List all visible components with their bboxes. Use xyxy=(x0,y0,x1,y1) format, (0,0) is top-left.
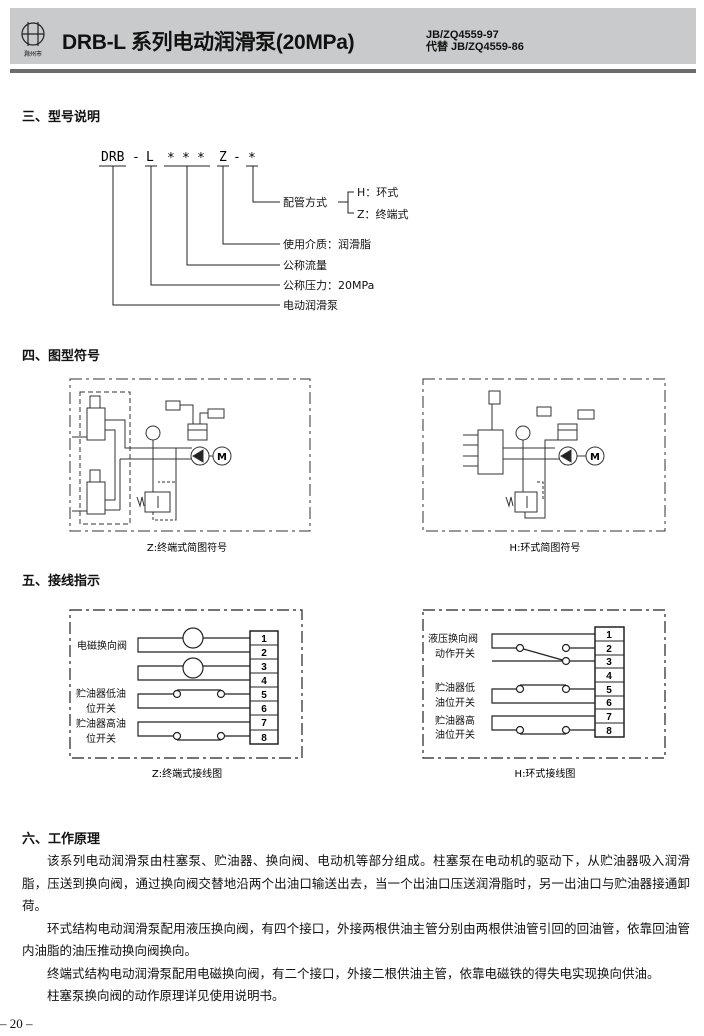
relief-valve-icon xyxy=(514,491,538,513)
wiring-label: 位开关 xyxy=(86,732,116,745)
code-dash: - xyxy=(233,150,241,165)
page-title: DRB-L 系列电动润滑泵(20MPa) xyxy=(62,31,355,54)
terminal-type-diagram-frame xyxy=(69,378,311,532)
terminal-6: 6 xyxy=(606,698,612,709)
code-star: * xyxy=(197,151,205,166)
level-switch-icon xyxy=(536,406,552,417)
terminal-3: 3 xyxy=(606,657,612,668)
terminal-8: 8 xyxy=(606,726,612,737)
logo-icon: 滁州市 xyxy=(21,22,45,58)
section-heading-symbols: 四、图型符号 xyxy=(22,349,101,364)
code-drb: DRB xyxy=(101,150,125,165)
right-symbol-caption: H:环式简图符号 xyxy=(510,541,581,554)
terminal-8: 8 xyxy=(261,733,267,744)
left-symbol-caption: Z:终端式简图符号 xyxy=(147,541,227,554)
header-band xyxy=(10,8,696,64)
logo-text: 滁州市 xyxy=(24,50,42,58)
terminal-5: 5 xyxy=(261,690,267,701)
solenoid-coil-icon xyxy=(182,627,204,649)
motor-label: M xyxy=(590,452,600,463)
wiring-label: 贮油器高油 xyxy=(76,717,126,730)
flow-label: 公称流量 xyxy=(283,258,327,272)
pipe-option-h: H：环式 xyxy=(357,186,398,199)
terminal-5: 5 xyxy=(606,685,612,696)
wiring-label: 贮油器低 xyxy=(435,681,475,694)
terminal-4: 4 xyxy=(606,671,612,682)
code-star: * xyxy=(167,151,175,166)
pump-label: 电动润滑泵 xyxy=(283,298,338,312)
wiring-label: 位开关 xyxy=(86,702,116,715)
model-code-diagram: DRB - L * * * Z - * 配管方式 H：环式 Z：终端式 使用介质… xyxy=(99,150,409,312)
wiring-label: 动作开关 xyxy=(435,647,475,660)
terminal-1: 1 xyxy=(606,630,612,641)
wiring-label: 贮油器低油 xyxy=(76,687,126,700)
paragraph: 该系列电动润滑泵由柱塞泵、贮油器、换向阀、电动机等部分组成。柱塞泵在电动机的驱动… xyxy=(22,853,690,913)
header-divider xyxy=(10,69,696,73)
terminal-7: 7 xyxy=(606,712,612,723)
motor-icon xyxy=(585,446,605,466)
terminal-2: 2 xyxy=(261,648,267,659)
valve-switch-icon xyxy=(488,390,501,405)
code-l: L xyxy=(146,150,154,165)
solenoid-coil-icon xyxy=(182,657,204,679)
wiring-label: 贮油器高 xyxy=(435,714,475,727)
paragraph: 柱塞泵换向阀的动作原理详见使用说明书。 xyxy=(47,988,285,1003)
code-dash: - xyxy=(132,150,140,165)
standard-number: JB/ZQ4559-97 代替 JB/ZQ4559-86 xyxy=(426,29,524,53)
pipe-mode-label: 配管方式 xyxy=(283,195,327,209)
terminal-4: 4 xyxy=(261,676,267,687)
motor-label: M xyxy=(217,452,227,463)
section-heading-model: 三、型号说明 xyxy=(22,110,101,125)
reservoir-icon xyxy=(187,423,208,441)
wiring-label: 电磁换向阀 xyxy=(77,639,127,652)
page-number: – 20 – xyxy=(0,1016,33,1031)
principle-text: 该系列电动润滑泵由柱塞泵、贮油器、换向阀、电动机等部分组成。柱塞泵在电动机的驱动… xyxy=(22,850,690,1008)
wiring-label: 油位开关 xyxy=(435,728,475,741)
hydraulic-valve-icon xyxy=(477,429,504,475)
wiring-label: 液压换向阀 xyxy=(428,632,478,645)
terminal-1: 1 xyxy=(261,634,267,645)
section-heading-wiring: 五、接线指示 xyxy=(22,574,101,589)
right-wiring-caption: H:环式接线图 xyxy=(515,767,576,780)
standard-replaced: 代替 JB/ZQ4559-86 xyxy=(426,41,524,53)
wiring-label: 油位开关 xyxy=(435,696,475,709)
left-wiring-caption: Z:终端式接线图 xyxy=(152,767,222,780)
terminal-7: 7 xyxy=(261,718,267,729)
code-z: Z xyxy=(219,150,227,165)
paragraph: 终端式结构电动润滑泵配用电磁换向阀，有二个接口，外接二根供油主管，依靠电磁铁的得… xyxy=(47,965,660,981)
code-star: * xyxy=(248,151,256,166)
paragraph: 环式结构电动润滑泵配用液压换向阀，有四个接口，外接两根供油主管分别由两根供油管引… xyxy=(22,920,690,959)
terminal-6: 6 xyxy=(261,704,267,715)
code-star: * xyxy=(182,151,190,166)
motor-icon xyxy=(212,446,232,466)
reservoir-icon xyxy=(557,423,578,441)
terminal-3: 3 xyxy=(261,662,267,673)
relief-valve-icon xyxy=(144,491,171,513)
ring-type-diagram-frame xyxy=(422,378,666,532)
pipe-option-z: Z：终端式 xyxy=(357,207,409,221)
medium-label: 使用介质：润滑脂 xyxy=(283,237,371,251)
terminal-2: 2 xyxy=(606,644,612,655)
hydraulic-symbol-diagrams: M M Z:终端式简图符号 H:环式简图符号 xyxy=(69,378,666,554)
standard-current: JB/ZQ4559-97 xyxy=(426,29,499,41)
pressure-label: 公称压力：20MPa xyxy=(283,278,374,292)
wiring-diagrams: 1 2 3 4 5 6 7 8 1 2 3 4 5 6 7 8 电磁换向阀 贮油… xyxy=(69,609,666,780)
level-switch-icon xyxy=(577,409,595,420)
section-heading-principle: 六、工作原理 xyxy=(22,832,101,847)
